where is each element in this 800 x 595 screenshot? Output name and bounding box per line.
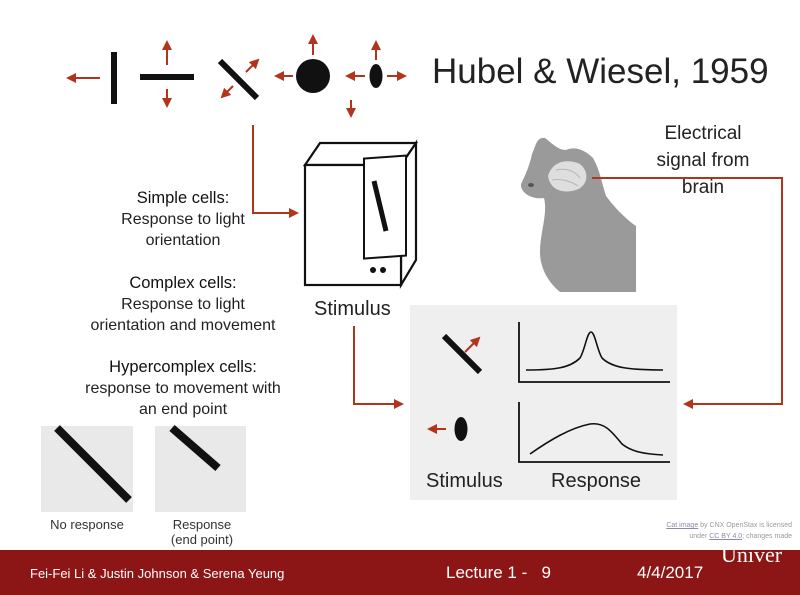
end-point-response-example: [155, 424, 246, 512]
brain-signal-arrow: [592, 177, 783, 409]
footer-authors: Fei-Fei Li & Justin Johnson & Serena Yeu…: [30, 566, 285, 581]
credit-line-2-text: ; changes made: [742, 533, 792, 540]
panel-response-label: Response: [551, 470, 642, 492]
firing-peak-plot: [518, 322, 670, 383]
electrical-signal-line-3: brain: [681, 177, 725, 198]
electrical-signal-label: Electrical signal from brain: [633, 120, 773, 201]
electrical-signal-line-1: Electrical: [664, 123, 742, 144]
hypercomplex-cells-line-2: an end point: [138, 401, 228, 418]
firing-curve-plot: [518, 402, 670, 463]
university-logo-text: Univer: [721, 542, 783, 567]
slide-title: Hubel & Wiesel, 1959: [432, 52, 769, 91]
response-panel: [410, 305, 677, 500]
footer-lecture: Lecture 1 - 9: [446, 563, 551, 583]
oval-moving-stimulus-icon: [427, 417, 468, 441]
cat-image: [520, 137, 636, 292]
footer-bar: Fei-Fei Li & Justin Johnson & Serena Yeu…: [0, 542, 800, 595]
heading-colon: :: [224, 189, 230, 207]
image-credit: Cat image by CNX OpenStax is licensed un…: [612, 520, 792, 542]
response-caption-line-2: (end point): [170, 532, 234, 547]
simple-cells-text: Simple cells: Response to light orientat…: [24, 188, 342, 251]
slide-number: 9: [541, 563, 551, 582]
response-caption-line-1: Response: [172, 517, 232, 532]
stimulus-display-device: [302, 139, 419, 289]
horizontal-bar-stimulus-icon: [140, 40, 194, 108]
lecture-label: Lecture 1 -: [446, 563, 528, 582]
oval-stimulus-icon: [345, 40, 407, 118]
complex-cells-heading: Complex cells: [129, 274, 233, 292]
no-response-caption: No response: [50, 517, 124, 532]
footer-date: 4/4/2017: [637, 563, 704, 582]
diagonal-bar-stimulus-icon: [217, 58, 260, 101]
electrical-signal-line-2: signal from: [656, 150, 750, 171]
stimulus-label: Stimulus: [314, 298, 391, 320]
spot-stimulus-icon: [274, 34, 330, 93]
simple-cells-line-2: orientation: [145, 232, 221, 249]
license-link[interactable]: CC BY 4.0: [709, 533, 743, 540]
complex-cells-line-2: orientation and movement: [90, 317, 276, 334]
response-caption: Response (end point): [150, 517, 254, 547]
credit-line-1-text: by CNX OpenStax is licensed: [700, 522, 792, 529]
hypercomplex-cells-heading: Hypercomplex cells: [109, 358, 253, 376]
heading-colon: :: [232, 274, 237, 292]
heading-colon: :: [252, 358, 257, 376]
complex-cells-line-1: Response to light: [121, 296, 245, 313]
complex-cells-text: Complex cells: Response to light orienta…: [24, 273, 342, 336]
hypercomplex-cells-line-1: response to movement with: [85, 380, 281, 397]
simple-cells-heading: Simple cells: [136, 189, 225, 207]
panel-stimulus-label: Stimulus: [426, 470, 503, 492]
cat-image-credit-link[interactable]: Cat image: [666, 522, 699, 529]
no-response-example: [41, 425, 133, 512]
stimulus-to-panel-arrow: [353, 326, 404, 409]
simple-cells-line-1: Response to light: [121, 211, 245, 228]
icons-to-stimulus-arrow: [252, 125, 299, 218]
vertical-bar-stimulus-icon: [66, 52, 117, 104]
diagonal-bar-moving-stimulus-icon: [441, 333, 483, 375]
hypercomplex-cells-text: Hypercomplex cells: response to movement…: [24, 357, 342, 420]
credit-line-2-prefix: under: [689, 533, 708, 540]
